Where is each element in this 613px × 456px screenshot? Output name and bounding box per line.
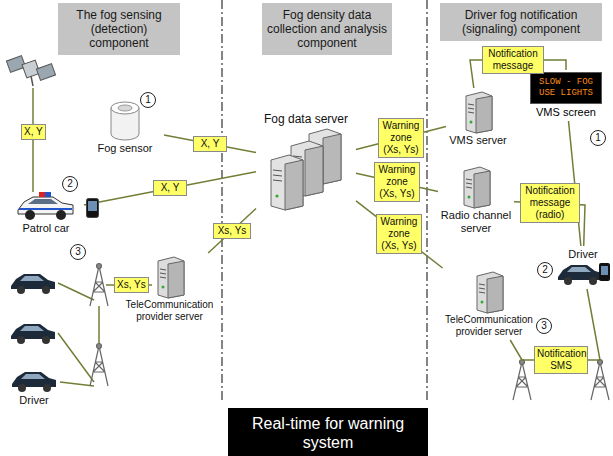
edge-label-text: Notification message (radio)	[525, 185, 574, 220]
callout-number: 1	[140, 92, 156, 108]
callout-number: 1	[595, 131, 601, 145]
data-tag: X, Y	[21, 124, 46, 140]
edge-label-text: Xs, Ys	[218, 225, 247, 236]
callout-number: 1	[145, 93, 151, 107]
server-icon	[154, 255, 186, 299]
node-text: Real-time for warning system	[232, 414, 424, 452]
phone-icon	[86, 198, 99, 218]
device-caption: VMS screen	[536, 106, 596, 119]
node-text: The fog sensing (detection) component	[62, 8, 176, 50]
server-icon	[460, 165, 492, 209]
callout-number: 3	[70, 244, 86, 260]
device-caption: Fog sensor	[97, 142, 152, 155]
fog-sensor-icon	[105, 100, 145, 142]
car-icon	[9, 368, 59, 394]
driver-car: Driver	[554, 248, 612, 287]
data-tag-text: Xs, Ys	[117, 279, 146, 290]
title-bar: Real-time for warning system	[228, 408, 428, 456]
callout-number: 1	[590, 130, 606, 146]
node-text: Driver fog notification (signaling) comp…	[444, 8, 598, 36]
car-icon	[11, 274, 55, 344]
edge-label-text: X, Y	[201, 138, 220, 149]
callout-number: 3	[536, 318, 552, 334]
connector	[164, 135, 256, 153]
edge-label: Warning zone (Xs, Ys)	[378, 118, 424, 158]
device-caption: Patrol car	[22, 222, 69, 235]
edge-label: Warning zone (Xs, Ys)	[376, 214, 422, 254]
device-caption: VMS server	[449, 134, 506, 147]
device-caption: Driver	[19, 394, 48, 407]
car-icon	[555, 261, 611, 287]
section-divider	[426, 0, 427, 400]
connector	[208, 209, 256, 254]
fog-data-server: Fog data server	[258, 112, 354, 212]
edge-label-text: X, Y	[161, 182, 180, 193]
component-header: The fog sensing (detection) component	[58, 3, 180, 55]
vms-message: SLOW - FOG USE LIGHTS	[539, 77, 593, 98]
link-line	[33, 88, 152, 386]
callout-number: 2	[62, 176, 78, 192]
edge-label: Warning zone (Xs, Ys)	[374, 162, 420, 202]
fog-sensor: Fog sensor	[88, 100, 162, 155]
data-tag: Xs, Ys	[114, 277, 149, 293]
component-header: Fog density data collection and analysis…	[262, 3, 392, 55]
connector	[356, 201, 443, 268]
edge-label-text: Warning zone (Xs, Ys)	[381, 216, 418, 251]
edge-label-text: Notification SMS	[537, 348, 586, 371]
callout-number: 2	[537, 262, 553, 278]
server-cluster-icon	[263, 126, 349, 212]
section-divider	[221, 0, 222, 400]
patrol-car: Patrol car	[10, 190, 82, 235]
callout-number: 3	[75, 245, 81, 259]
satellite-icon	[6, 56, 55, 86]
edge-label: Xs, Ys	[213, 223, 251, 239]
device-caption: Fog data server	[264, 112, 348, 126]
callout-number: 2	[542, 263, 548, 277]
driver-car: Driver	[6, 368, 62, 407]
edge-label-text: Warning zone (Xs, Ys)	[383, 120, 420, 155]
vms-server: VMS server	[448, 90, 508, 147]
radio-server: Radio channel server	[440, 165, 512, 235]
edge-label-text: Warning zone (Xs, Ys)	[379, 164, 416, 199]
device-caption: TeleCommunication provider server	[122, 299, 217, 323]
server-icon	[473, 270, 505, 314]
data-tag-text: X, Y	[24, 126, 43, 137]
patrol-car-icon	[15, 190, 77, 222]
connector	[84, 172, 256, 205]
device-caption: TeleCommunication provider server	[440, 314, 538, 338]
edge-label: Notification SMS	[534, 346, 588, 374]
edge-label: Notification message	[482, 46, 544, 74]
device-caption: Driver	[568, 248, 597, 261]
edge-label: X, Y	[193, 136, 227, 152]
server-icon	[462, 90, 494, 134]
edge-label: Notification message (radio)	[520, 183, 580, 223]
edge-label-text: Notification message	[488, 48, 537, 71]
callout-number: 3	[541, 319, 547, 333]
telecom-server: TeleCommunication provider server	[440, 270, 538, 338]
device-caption: Radio channel server	[440, 209, 512, 235]
vms-display: SLOW - FOG USE LIGHTS	[530, 72, 602, 104]
node-text: Fog density data collection and analysis…	[266, 8, 388, 50]
vms-screen: SLOW - FOG USE LIGHTS VMS screen	[525, 72, 607, 119]
component-header: Driver fog notification (signaling) comp…	[440, 3, 602, 41]
callout-number: 2	[67, 177, 73, 191]
edge-label: X, Y	[153, 180, 187, 196]
